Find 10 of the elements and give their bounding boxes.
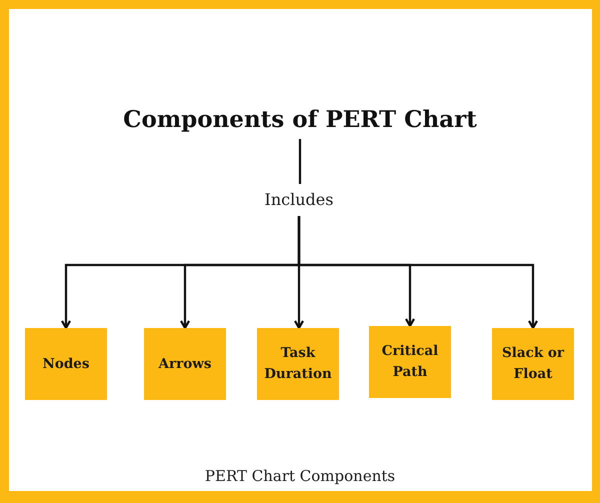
heading: Components of PERT Chart <box>123 105 477 135</box>
component-box: Nodes <box>25 328 107 400</box>
caption: PERT Chart Components <box>204 466 396 486</box>
component-box: Arrows <box>144 328 226 400</box>
component-box: Task Duration <box>257 328 339 400</box>
component-box: Slack or Float <box>492 328 574 400</box>
connector-line <box>298 139 302 184</box>
component-box: Critical Path <box>369 326 451 398</box>
branch-label: Includes <box>264 189 334 211</box>
arrow <box>298 216 538 329</box>
